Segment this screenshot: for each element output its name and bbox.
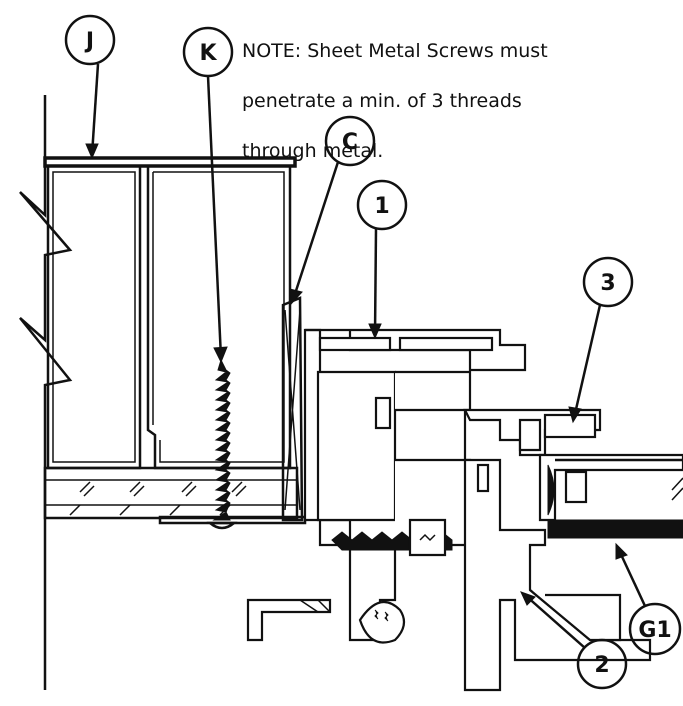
callout-1: 1 (356, 179, 408, 340)
callout-c-label: C (342, 130, 358, 155)
callout-2: 2 (520, 591, 628, 690)
glazing-unit (538, 413, 683, 539)
callout-3: 3 (568, 256, 634, 424)
note-text: NOTE: Sheet Metal Screws must penetrate … (242, 14, 672, 189)
callout-1-label: 1 (374, 194, 389, 219)
wall-framing (19, 95, 307, 690)
note-line-1: NOTE: Sheet Metal Screws must (242, 40, 548, 62)
shim-wedge (281, 296, 304, 522)
callout-j-label: J (84, 29, 94, 54)
callout-g1-label: G1 (638, 618, 671, 643)
callout-2-label: 2 (594, 653, 609, 678)
callout-k-label: K (199, 41, 217, 66)
callout-j: J (64, 14, 116, 160)
callout-c: C (289, 115, 376, 306)
weatherstrip-details (331, 518, 453, 644)
callout-3-label: 3 (600, 271, 615, 296)
frame-extrusion (246, 328, 527, 642)
callout-k: K (182, 26, 234, 364)
callout-g1: G1 (615, 542, 682, 656)
sheet-metal-screw (206, 358, 238, 530)
note-line-2: penetrate a min. of 3 threads (242, 90, 522, 112)
